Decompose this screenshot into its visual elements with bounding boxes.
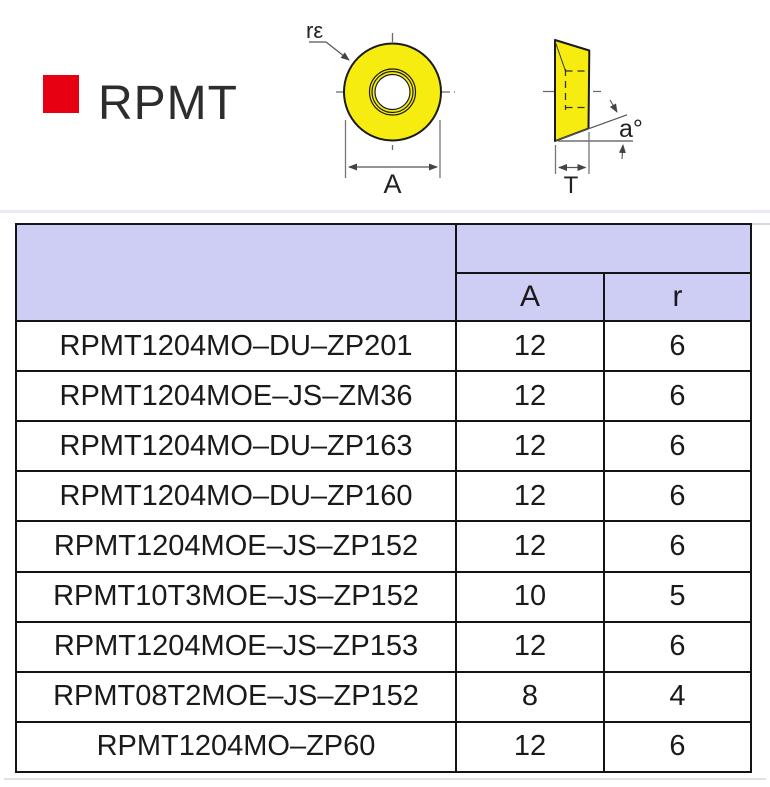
divider-line-bottom [4,778,766,780]
corner-radius-label: rε [306,18,323,43]
table-row-r: 6 [605,322,750,371]
table-header-model-empty [17,225,455,320]
table-row-model: RPMT1204MO–DU–ZP163 [17,422,455,471]
clearance-angle-slant-line [555,114,628,142]
table-row-a: 8 [457,672,603,721]
table-row-a: 12 [457,322,603,371]
angle-pointer-arrow-lower [618,144,626,160]
table-row-a: 12 [457,622,603,671]
table-row-r: 6 [605,722,750,771]
table-row-a: 12 [457,522,603,571]
table-row-model: RPMT1204MOE–JS–ZP153 [17,622,455,671]
table-header-col-a: A [457,274,603,320]
corner-radius-leader-arrow [309,41,350,61]
table-row-r: 6 [605,422,750,471]
table-header-col-r: r [605,274,750,320]
insert-diagrams: rε A a° T [306,18,643,199]
divider-line-stub [752,223,770,225]
brand-title: RPMT [98,77,238,130]
table-row-a: 10 [457,572,603,621]
table-row-a: 12 [457,422,603,471]
table-row-model: RPMT1204MOE–JS–ZM36 [17,372,455,421]
chamfer-edge-line [554,40,566,72]
brand-red-square [43,75,79,113]
table-row-r: 6 [605,372,750,421]
hole-ring-outer [368,68,417,116]
table-row-r: 6 [605,472,750,521]
table-row-model: RPMT1204MO–ZP60 [17,722,455,771]
table-row-a: 12 [457,472,603,521]
table-row-r: 6 [605,622,750,671]
hole-bore [374,73,411,111]
table-row-model: RPMT08T2MOE–JS–ZP152 [17,672,455,721]
angle-pointer-arrow-upper [609,99,618,113]
table-row-model: RPMT1204MO–DU–ZP160 [17,472,455,521]
divider-line-top [0,210,770,213]
spec-table: A r RPMT1204MO–DU–ZP201 12 6 RPMT1204MOE… [15,223,752,773]
table-row-model: RPMT10T3MOE–JS–ZP152 [17,572,455,621]
insert-top-view-diagram: rε A [306,18,455,199]
table-row-r: 5 [605,572,750,621]
insert-side-view-diagram: a° T [543,39,643,199]
table-header-merged-empty [457,225,750,272]
table-row-r: 4 [605,672,750,721]
table-row-a: 12 [457,722,603,771]
diameter-label: A [383,169,401,199]
table-row-r: 6 [605,522,750,571]
clearance-angle-label: a° [619,115,643,143]
table-row-a: 12 [457,372,603,421]
hole-ring-middle [371,70,414,114]
table-row-model: RPMT1204MO–DU–ZP201 [17,322,455,371]
thickness-label: T [564,172,579,199]
table-row-model: RPMT1204MOE–JS–ZP152 [17,522,455,571]
